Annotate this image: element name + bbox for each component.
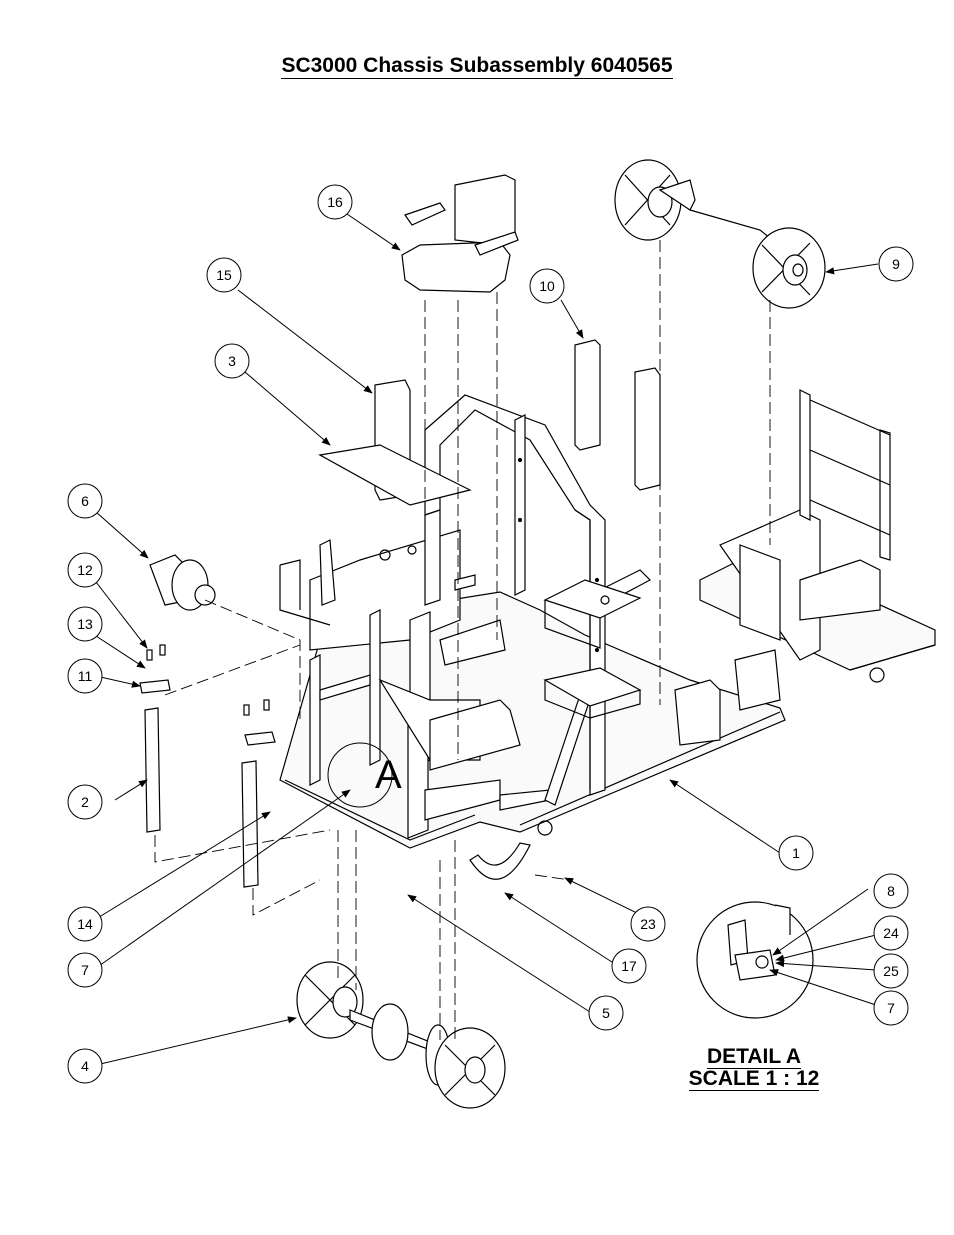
callout-6: 6 bbox=[67, 483, 103, 519]
callout-7: 7 bbox=[67, 952, 103, 988]
callout-12: 12 bbox=[67, 552, 103, 588]
detail-a-marker: A bbox=[375, 753, 402, 797]
callout-7-label: 7 bbox=[81, 962, 89, 978]
callout-25-label: 25 bbox=[883, 963, 899, 979]
callout-24: 24 bbox=[873, 915, 909, 951]
detail-a-view bbox=[696, 901, 814, 1019]
callout-11-label: 11 bbox=[78, 668, 93, 684]
callout-16: 16 bbox=[317, 184, 353, 220]
callout-23-label: 23 bbox=[640, 916, 656, 932]
rear-axle-assembly bbox=[296, 961, 506, 1109]
callout-3-label: 3 bbox=[228, 353, 236, 369]
callout-25: 25 bbox=[873, 953, 909, 989]
callout-15: 15 bbox=[206, 257, 242, 293]
callout-16-label: 16 bbox=[327, 194, 343, 210]
chassis-frame bbox=[279, 389, 936, 849]
callout-8: 8 bbox=[873, 873, 909, 909]
front-wheel-assembly bbox=[614, 159, 826, 309]
motor-and-posts bbox=[139, 554, 276, 888]
callout-13: 13 bbox=[67, 606, 103, 642]
drawing-title: SC3000 Chassis Subassembly 6040565 bbox=[281, 54, 673, 79]
callout-1-label: 1 bbox=[792, 845, 800, 861]
callout-4: 4 bbox=[67, 1048, 103, 1084]
callout-7-detail-label: 7 bbox=[887, 1000, 895, 1016]
detail-a-label: DETAIL A bbox=[706, 1045, 802, 1069]
callout-3: 3 bbox=[214, 343, 250, 379]
callout-24-label: 24 bbox=[883, 925, 899, 941]
detail-a-scale: SCALE 1 : 12 bbox=[688, 1067, 820, 1091]
detail-a-circle bbox=[327, 742, 393, 808]
callout-5-label: 5 bbox=[602, 1005, 610, 1021]
seat bbox=[401, 174, 519, 293]
callout-10-label: 10 bbox=[539, 278, 555, 294]
callout-6-label: 6 bbox=[81, 493, 89, 509]
callout-5: 5 bbox=[588, 995, 624, 1031]
sprocket-guard bbox=[469, 842, 531, 880]
callout-7-detail: 7 bbox=[873, 990, 909, 1026]
callout-17: 17 bbox=[611, 948, 647, 984]
callout-14: 14 bbox=[67, 906, 103, 942]
callout-4-label: 4 bbox=[81, 1058, 89, 1074]
callout-10: 10 bbox=[529, 268, 565, 304]
callout-13-label: 13 bbox=[77, 616, 93, 632]
part-10-bracket bbox=[574, 339, 661, 491]
callout-17-label: 17 bbox=[621, 958, 637, 974]
callout-2: 2 bbox=[67, 784, 103, 820]
callout-11: 11 bbox=[67, 658, 103, 694]
callout-12-label: 12 bbox=[77, 562, 93, 578]
callout-1: 1 bbox=[778, 835, 814, 871]
leader-lines bbox=[95, 213, 879, 1066]
callout-15-label: 15 bbox=[216, 267, 232, 283]
assembly-center-lines bbox=[154, 240, 771, 1040]
callout-2-label: 2 bbox=[81, 794, 89, 810]
callout-9: 9 bbox=[878, 246, 914, 282]
floor-plates bbox=[318, 379, 472, 506]
callout-9-label: 9 bbox=[892, 256, 900, 272]
callout-8-label: 8 bbox=[887, 883, 895, 899]
callout-14-label: 14 bbox=[77, 916, 93, 932]
callout-23: 23 bbox=[630, 906, 666, 942]
